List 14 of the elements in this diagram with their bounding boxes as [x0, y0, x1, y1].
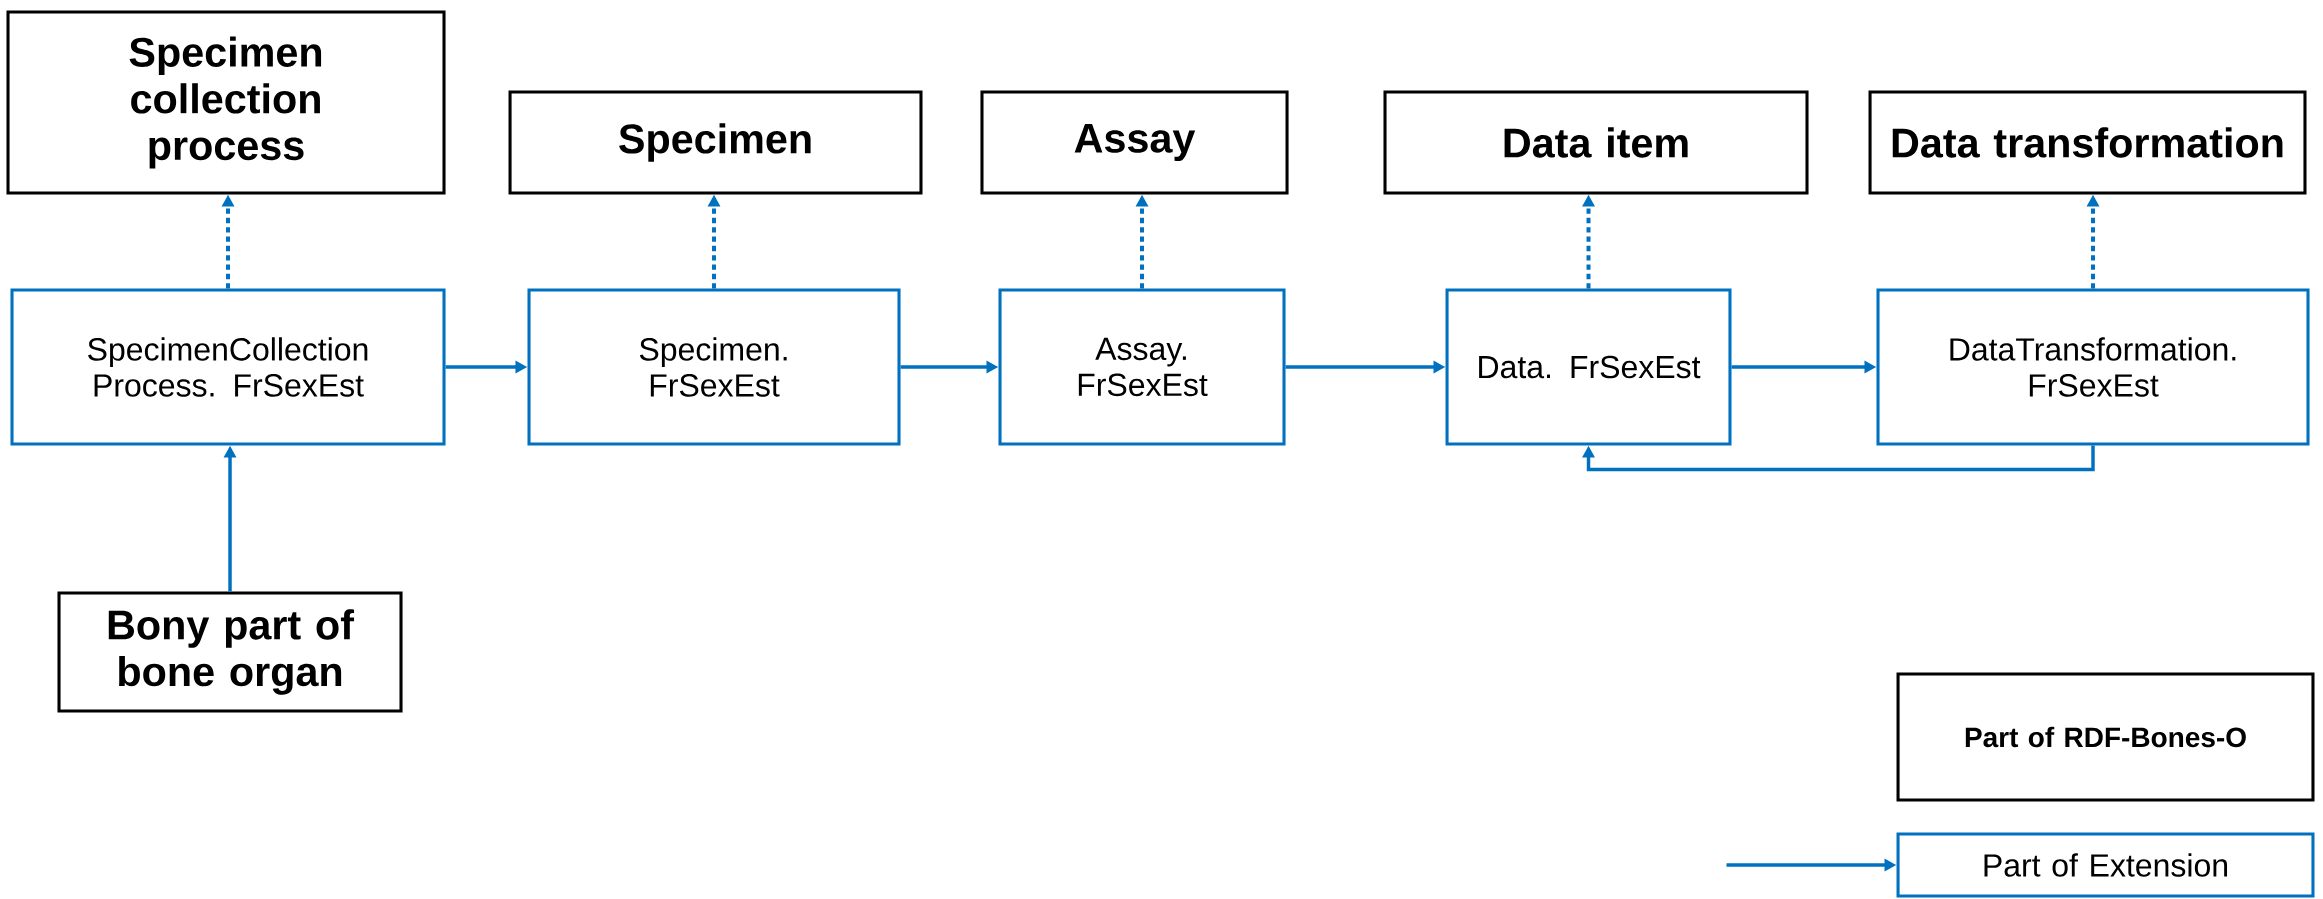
concept-box: Bony part of bone organ	[57, 591, 403, 713]
concept-box: Data transformation	[1868, 90, 2307, 195]
concept-box: Specimen	[508, 90, 923, 195]
extension-box: SpecimenCollection Process. FrSexEst	[10, 288, 446, 446]
concept-box: Part of RDF-Bones-O	[1896, 672, 2315, 802]
arrow	[1582, 445, 2095, 472]
extension-box: Specimen. FrSexEst	[527, 288, 901, 446]
extension-box: DataTransformation. FrSexEst	[1876, 288, 2310, 446]
concept-box: Specimen collection process	[6, 10, 446, 195]
extension-box: Assay. FrSexEst	[998, 288, 1286, 446]
concept-box: Assay	[980, 90, 1289, 195]
extension-box: Part of Extension	[1896, 832, 2315, 898]
concept-box: Data item	[1383, 90, 1809, 195]
extension-box: Data. FrSexEst	[1445, 288, 1732, 446]
